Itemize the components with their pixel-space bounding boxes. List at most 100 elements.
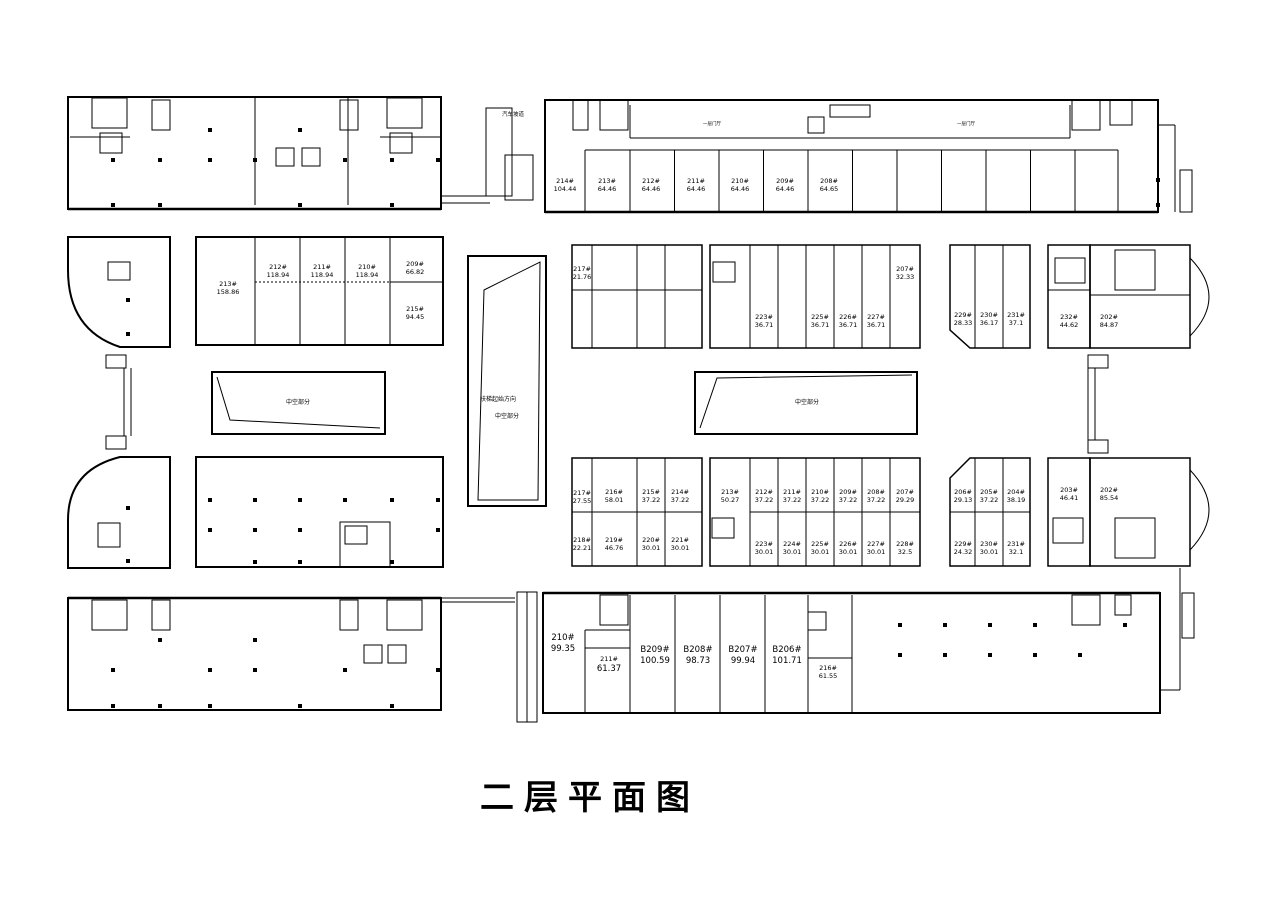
svg-text:61.37: 61.37: [597, 664, 621, 674]
svg-text:99.94: 99.94: [731, 656, 755, 666]
svg-text:29.29: 29.29: [896, 496, 915, 504]
unit-label: 223#36.71: [755, 313, 774, 329]
svg-text:118.94: 118.94: [311, 271, 334, 279]
svg-text:214#: 214#: [556, 177, 574, 185]
column-mark: [158, 158, 162, 162]
svg-text:211#: 211#: [313, 263, 331, 271]
svg-text:217#: 217#: [573, 489, 591, 497]
column-mark: [988, 623, 992, 627]
column-mark: [1078, 653, 1082, 657]
unit-label: 215#37.22: [642, 488, 661, 504]
unit-label: 215#94.45: [406, 305, 425, 321]
svg-text:36.71: 36.71: [839, 321, 858, 329]
unit-label: 217#27.55: [573, 489, 592, 505]
svg-text:207#: 207#: [896, 265, 914, 273]
unit-label: 227#36.71: [867, 313, 886, 329]
unit-label: 218#22.21: [573, 536, 592, 552]
column-mark: [436, 528, 440, 532]
svg-text:225#: 225#: [811, 313, 829, 321]
unit-label: 207#29.29: [896, 488, 915, 504]
svg-text:36.71: 36.71: [755, 321, 774, 329]
column-mark: [1033, 623, 1037, 627]
svg-text:229#: 229#: [954, 311, 972, 319]
svg-text:207#: 207#: [896, 488, 914, 496]
column-mark: [111, 704, 115, 708]
unit-label: 229#24.32: [954, 540, 973, 556]
unit-label: 230#36.17: [980, 311, 999, 327]
column-mark: [298, 528, 302, 532]
column-mark: [298, 203, 302, 207]
svg-text:94.45: 94.45: [406, 313, 425, 321]
unit-label: 205#37.22: [980, 488, 999, 504]
column-mark: [111, 158, 115, 162]
void-label: 中空部分: [795, 398, 819, 406]
svg-text:50.27: 50.27: [721, 496, 740, 504]
ramp-label: 汽车坡道: [502, 110, 525, 118]
unit-label: 219#46.76: [605, 536, 624, 552]
unit-label: 210#37.22: [811, 488, 830, 504]
unit-label: 220#30.01: [642, 536, 661, 552]
column-mark: [298, 128, 302, 132]
svg-text:64.46: 64.46: [598, 185, 617, 193]
svg-text:217#: 217#: [573, 265, 591, 273]
svg-text:101.71: 101.71: [772, 656, 802, 666]
svg-text:213#: 213#: [598, 177, 616, 185]
unit-label: 211#64.46: [687, 177, 706, 193]
void-labels: 中空部分 中空部分 中空部分: [286, 398, 819, 420]
svg-text:212#: 212#: [269, 263, 287, 271]
unit-label: 213#64.46: [598, 177, 617, 193]
svg-text:230#: 230#: [980, 540, 998, 548]
column-mark: [208, 128, 212, 132]
column-mark: [253, 498, 257, 502]
column-mark: [158, 638, 162, 642]
column-mark: [298, 498, 302, 502]
svg-text:226#: 226#: [839, 540, 857, 548]
unit-label: 206#29.13: [954, 488, 973, 504]
column-mark: [1123, 623, 1127, 627]
svg-text:209#: 209#: [406, 260, 424, 268]
drawing-title: 二层平面图: [480, 778, 700, 818]
unit-label: 202#84.87: [1100, 313, 1119, 329]
unit-label: 210#99.35: [551, 633, 575, 654]
svg-text:30.01: 30.01: [839, 548, 858, 556]
svg-text:224#: 224#: [783, 540, 801, 548]
block-top-left: [67, 96, 490, 211]
column-mark: [390, 158, 394, 162]
stair-symbols: [91, 97, 1156, 664]
column-mark: [436, 158, 440, 162]
signage: 汽车坡道 扶梯起始方向 一层门厅 一层门厅: [480, 110, 975, 403]
lobby-label-left: 一层门厅: [703, 120, 721, 127]
unit-label: B206#101.71: [772, 645, 802, 666]
unit-label: 231#37.1: [1007, 311, 1025, 327]
column-mark: [343, 668, 347, 672]
svg-text:44.62: 44.62: [1060, 321, 1079, 329]
svg-text:64.65: 64.65: [820, 185, 839, 193]
unit-label: 212#37.22: [755, 488, 774, 504]
svg-text:210#: 210#: [358, 263, 376, 271]
column-mark: [208, 528, 212, 532]
svg-text:64.46: 64.46: [776, 185, 795, 193]
unit-label: 211#61.37: [597, 655, 621, 674]
svg-text:100.59: 100.59: [640, 656, 670, 666]
unit-label: 225#30.01: [811, 540, 830, 556]
svg-text:210#: 210#: [551, 633, 574, 643]
svg-text:202#: 202#: [1100, 313, 1118, 321]
svg-text:38.19: 38.19: [1007, 496, 1026, 504]
unit-label: 226#36.71: [839, 313, 858, 329]
svg-text:204#: 204#: [1007, 488, 1025, 496]
svg-text:30.01: 30.01: [671, 544, 690, 552]
column-mark: [343, 498, 347, 502]
svg-text:221#: 221#: [671, 536, 689, 544]
svg-text:46.76: 46.76: [605, 544, 624, 552]
svg-text:210#: 210#: [811, 488, 829, 496]
column-mark: [158, 203, 162, 207]
column-mark: [898, 653, 902, 657]
svg-text:37.22: 37.22: [867, 496, 886, 504]
svg-text:61.55: 61.55: [819, 672, 838, 680]
column-mark: [253, 668, 257, 672]
unit-label: 229#28.33: [954, 311, 973, 327]
svg-text:231#: 231#: [1007, 311, 1025, 319]
svg-text:219#: 219#: [605, 536, 623, 544]
column-mark: [898, 623, 902, 627]
